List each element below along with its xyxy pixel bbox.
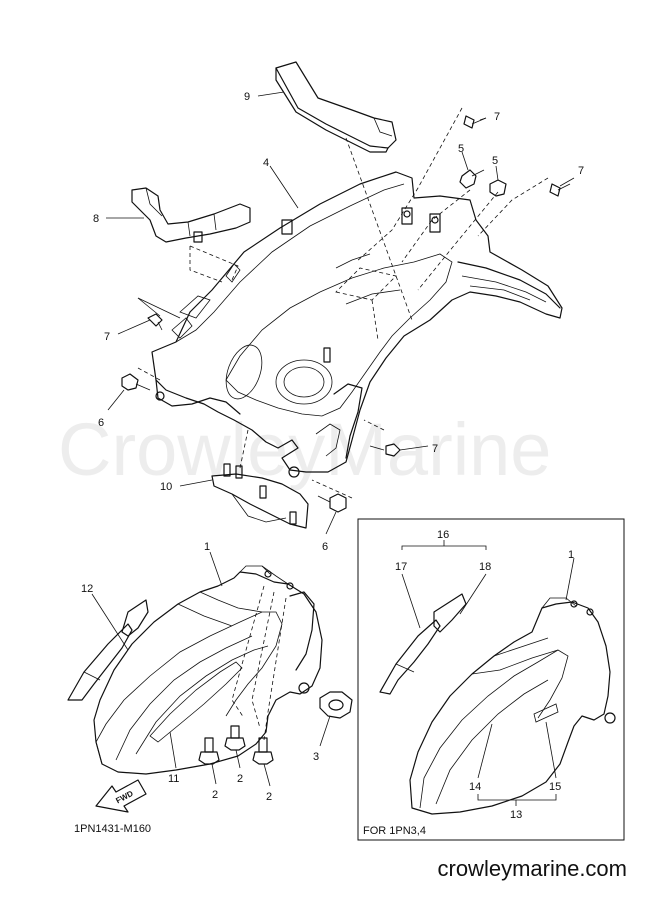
part-17-decal: [379, 619, 441, 695]
part-7-screw-lower: [369, 443, 401, 457]
part-5-bolt-left: [459, 169, 485, 189]
part-7-screw-right: [549, 183, 571, 197]
callout-1-variant: 1: [568, 549, 574, 561]
part-2-bolt-b: [224, 725, 246, 751]
watermark-text: CrowleyMarine: [58, 408, 551, 491]
callout-2a: 2: [212, 789, 218, 801]
callout-2b: 2: [237, 773, 243, 785]
variant-label: FOR 1PN3,4: [363, 825, 426, 837]
callout-6-left: 6: [98, 417, 104, 429]
part-6-bolt-lower: [317, 493, 347, 513]
part-7-screw-left: [147, 313, 163, 331]
callout-7-lower: 7: [432, 443, 438, 455]
diagram-code: 1PN1431-M160: [74, 823, 151, 835]
fwd-arrow: FWD: [95, 779, 147, 813]
callout-10: 10: [160, 481, 172, 493]
callout-6-lower: 6: [322, 541, 328, 553]
part-2-bolt-c: [252, 737, 274, 765]
part-2-bolt-a: [198, 737, 220, 765]
callout-labels: 9 7 5 5 7 4 8 7 6 7 10 6 1 12 11 2 2 2 3…: [81, 91, 584, 821]
part-10-plate: [211, 463, 309, 529]
assembly-guide-lines: [137, 107, 549, 499]
leader-lines: [91, 91, 575, 806]
callout-5-right: 5: [492, 155, 498, 167]
variant-box: [357, 518, 625, 841]
callout-7-left: 7: [104, 331, 110, 343]
part-8-bracket: [131, 187, 251, 243]
callout-14: 14: [469, 781, 481, 793]
part-3-grommet: [319, 691, 353, 719]
callout-15: 15: [549, 781, 561, 793]
callout-7-right: 7: [578, 165, 584, 177]
part-1-front-fender: [93, 565, 323, 775]
callout-17: 17: [395, 561, 407, 573]
callout-4: 4: [263, 157, 269, 169]
callout-16: 16: [437, 529, 449, 541]
part-5-bolt-right: [489, 179, 507, 197]
part-7-screw-top: [463, 115, 487, 129]
part-6-bolt-left: [121, 373, 151, 391]
site-url[interactable]: crowleymarine.com: [437, 856, 628, 881]
callout-7-top: 7: [494, 111, 500, 123]
callout-13: 13: [510, 809, 522, 821]
callout-5-left: 5: [458, 143, 464, 155]
callout-18: 18: [479, 561, 491, 573]
callout-12: 12: [81, 583, 93, 595]
callout-8: 8: [93, 213, 99, 225]
callout-1: 1: [204, 541, 210, 553]
fender-bolt-guides: [231, 585, 287, 741]
callout-11: 11: [168, 773, 179, 785]
callout-2c: 2: [266, 791, 272, 803]
callout-3: 3: [313, 751, 319, 763]
part-1-variant-fender: [409, 597, 616, 815]
part-12-decal: [67, 599, 149, 701]
callout-9: 9: [244, 91, 250, 103]
part-9-strip: [275, 61, 397, 153]
part-18-decal: [433, 593, 467, 633]
part-4-body-cover: [151, 171, 563, 478]
